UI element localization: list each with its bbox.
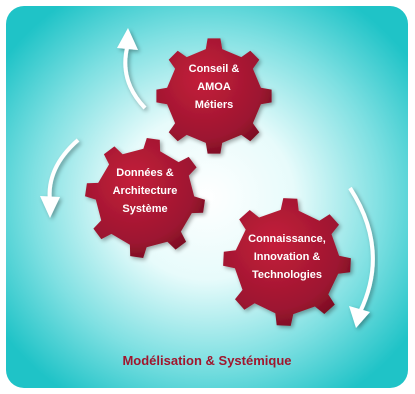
- gear-label-line: Métiers: [195, 99, 234, 111]
- gear-node-3: Connaissance, Innovation & Technologies: [223, 198, 351, 326]
- gear-label-line: Données &: [116, 167, 174, 179]
- gear-icon: [85, 138, 205, 258]
- gear-label-line: AMOA: [197, 81, 231, 93]
- curved-arrow-icon: [348, 186, 375, 328]
- gear-label-line: Conseil &: [189, 63, 240, 75]
- curved-arrow-icon: [40, 138, 80, 218]
- gear-label-line: Connaissance,: [248, 233, 326, 245]
- gear-icon: [156, 38, 272, 154]
- gear-label-line: Technologies: [252, 269, 322, 281]
- gear-icon: [223, 198, 351, 326]
- curved-arrow-icon: [117, 28, 147, 110]
- footer-label: Modélisation & Systémique: [122, 353, 291, 368]
- gear-node-1: Conseil & AMOA Métiers: [156, 38, 272, 154]
- gear-label-line: Système: [122, 203, 167, 215]
- gear-label-line: Architecture: [113, 185, 178, 197]
- gear-label-line: Innovation &: [254, 251, 321, 263]
